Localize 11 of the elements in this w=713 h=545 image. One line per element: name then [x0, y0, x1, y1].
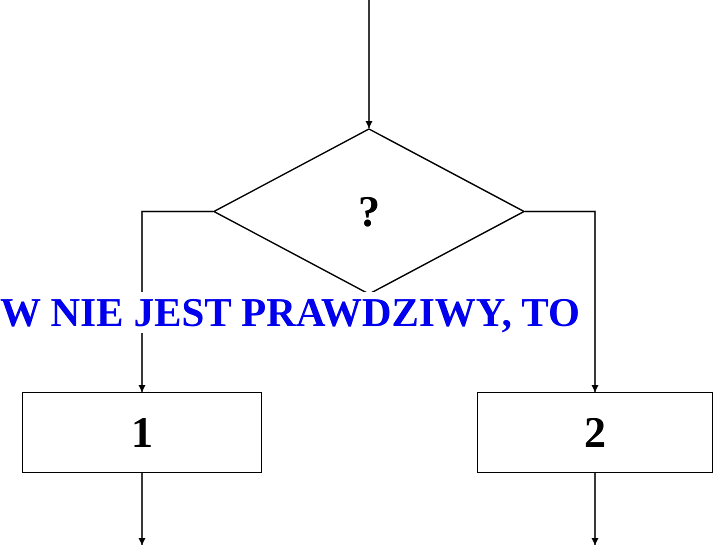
arrow — [592, 473, 598, 545]
node-text: 1 — [131, 407, 153, 458]
process-box — [22, 392, 262, 473]
arrow — [366, 0, 372, 128]
process-box — [477, 392, 713, 473]
arrow — [525, 210, 598, 392]
decision-diamond — [213, 128, 525, 295]
condition-text: W NIE JEST PRAWDZIWY, TO — [0, 292, 580, 333]
node-text: 2 — [584, 407, 606, 458]
arrow — [138, 473, 146, 545]
node-text: ? — [358, 186, 380, 237]
